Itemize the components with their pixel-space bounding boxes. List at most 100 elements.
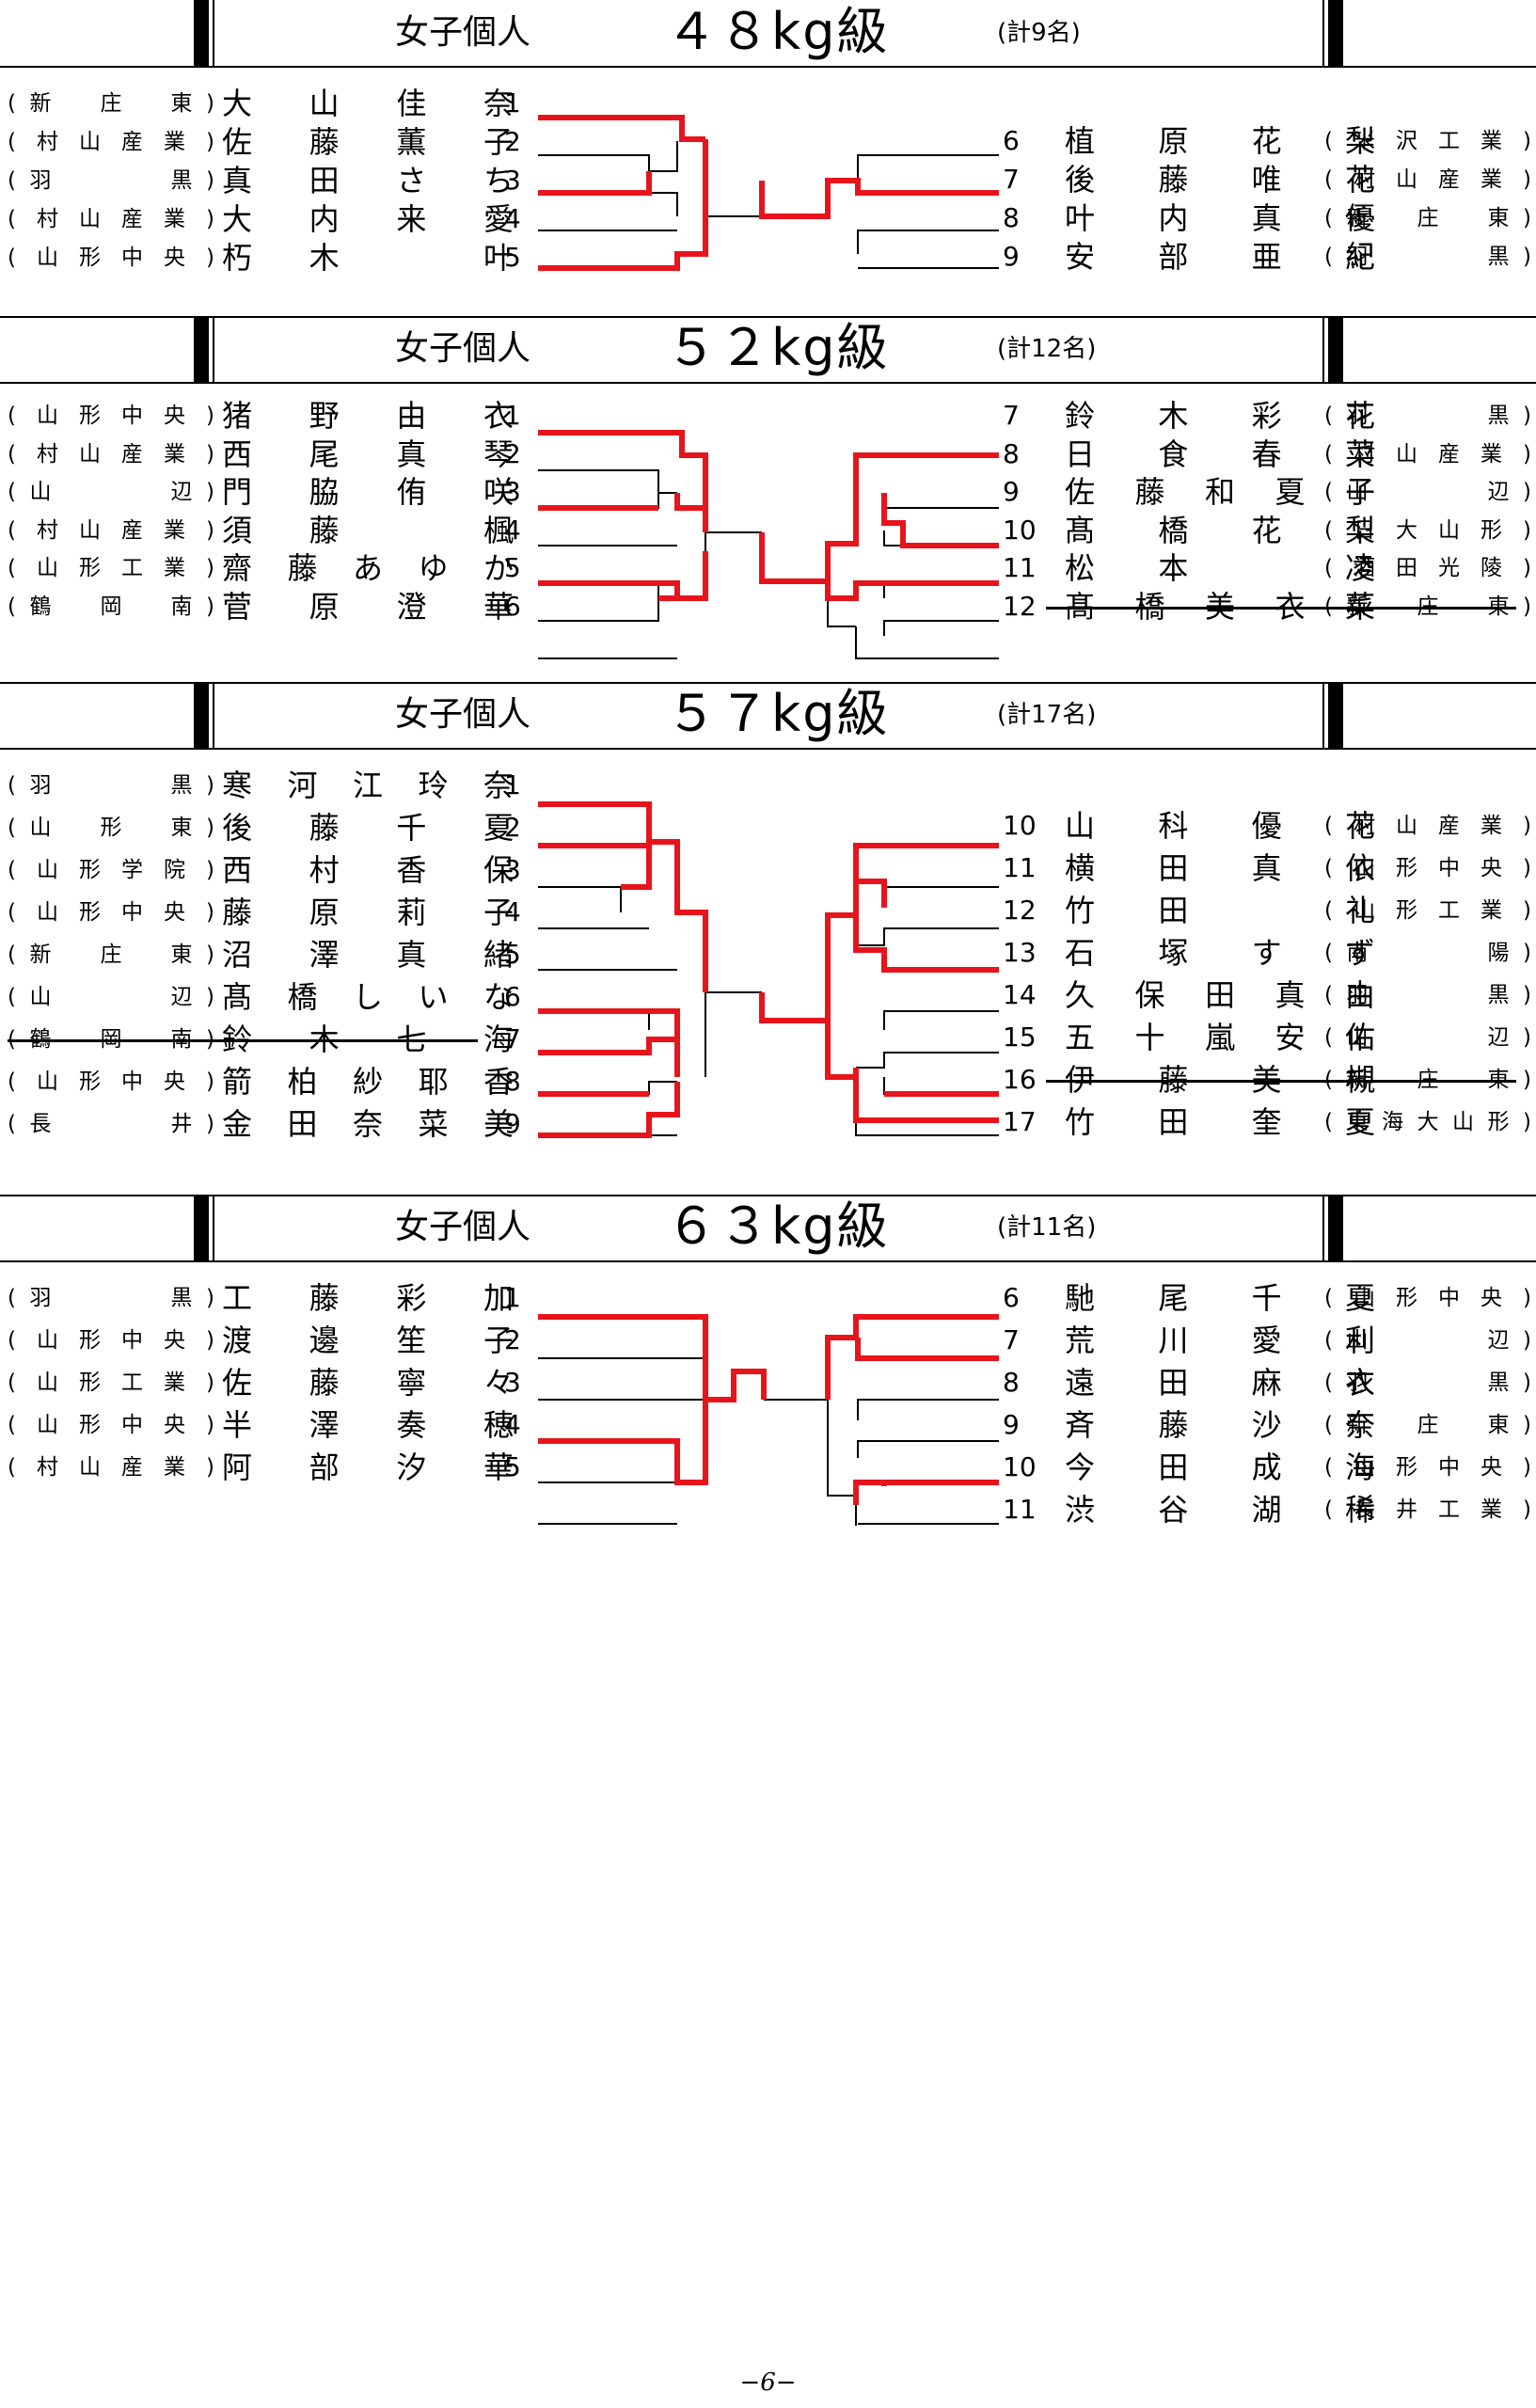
strike-line bbox=[1046, 1080, 1516, 1083]
player-name: 横田真依 bbox=[1065, 850, 1375, 886]
seed-number: 2 bbox=[504, 126, 521, 157]
seed-number: 7 bbox=[1003, 400, 1020, 431]
seed-number: 4 bbox=[504, 514, 521, 546]
school-name: (山形中央) bbox=[1324, 1455, 1531, 1480]
player-name: 今田成海 bbox=[1065, 1450, 1375, 1485]
seed-number: 9 bbox=[504, 1108, 521, 1139]
bracket-lines bbox=[538, 115, 999, 271]
player-name: 門脇侑咲 bbox=[222, 474, 514, 510]
school-name: (米沢工業) bbox=[1324, 129, 1531, 153]
seed-number: 2 bbox=[504, 812, 521, 843]
seed-number: 1 bbox=[504, 1282, 521, 1313]
school-name: (山 辺) bbox=[8, 985, 214, 1009]
section-header: 女子個人 ５７kg級 (計17名) bbox=[0, 682, 1536, 750]
player-name: 久保田真由 bbox=[1065, 977, 1375, 1013]
seed-number: 13 bbox=[1003, 937, 1037, 968]
weight-class: ４８kg級 bbox=[666, 2, 890, 61]
player-name: 須藤 楓 bbox=[222, 512, 514, 548]
school-name: (日大山形) bbox=[1324, 517, 1531, 543]
player-name: 荒川愛利 bbox=[1065, 1323, 1375, 1358]
seed-number: 1 bbox=[504, 87, 521, 119]
school-name: (山形工業) bbox=[1324, 898, 1531, 923]
weight-class: ５７kg級 bbox=[666, 684, 890, 743]
school-name: (羽 黒) bbox=[1324, 404, 1531, 428]
player-name: 真田さち bbox=[222, 163, 514, 198]
player-name: 竹田 礼 bbox=[1065, 893, 1375, 928]
school-name: (羽 黒) bbox=[8, 1286, 214, 1310]
player-name: 大山佳奈 bbox=[222, 86, 514, 121]
seed-number: 11 bbox=[1003, 552, 1037, 583]
school-name: (羽 黒) bbox=[8, 168, 214, 193]
school-name: (山形中央) bbox=[8, 1413, 214, 1437]
school-name: (山 辺) bbox=[1324, 1328, 1531, 1353]
player-name: 山科優花 bbox=[1065, 808, 1375, 844]
school-name: (新 庄 東) bbox=[1324, 1413, 1531, 1437]
seed-number: 17 bbox=[1003, 1106, 1037, 1137]
player-name: 沼澤真緒 bbox=[222, 937, 514, 973]
player-name: 日食春菜 bbox=[1065, 436, 1375, 472]
seed-number: 9 bbox=[1003, 1409, 1020, 1440]
player-name: 渋谷湖稀 bbox=[1065, 1492, 1375, 1528]
seed-number: 6 bbox=[1003, 1282, 1020, 1313]
bracket-lines bbox=[538, 430, 999, 659]
seed-number: 6 bbox=[1003, 125, 1020, 156]
seed-number: 5 bbox=[504, 242, 521, 273]
school-name: (山形中央) bbox=[8, 1069, 214, 1094]
seed-number: 3 bbox=[504, 854, 521, 885]
school-name: (山 辺) bbox=[8, 480, 214, 504]
school-name: (山形中央) bbox=[1324, 856, 1531, 880]
school-name: (山形中央) bbox=[8, 404, 214, 428]
player-name: 馳尾千夏 bbox=[1065, 1280, 1375, 1316]
school-name: (村山産業) bbox=[8, 207, 214, 231]
player-name: 鈴木彩花 bbox=[1065, 398, 1375, 434]
seed-number: 1 bbox=[504, 769, 521, 800]
seed-number: 8 bbox=[1003, 1367, 1020, 1398]
player-name: 半澤奏穂 bbox=[222, 1407, 514, 1443]
section-title: 女子個人 bbox=[395, 1208, 531, 1246]
entry-row: 7 鈴木彩花(羽 黒) bbox=[999, 397, 1536, 435]
player-name: 西尾真琴 bbox=[222, 436, 514, 472]
player-name: 松本 凌 bbox=[1065, 550, 1375, 586]
school-name: (羽 黒) bbox=[1324, 983, 1531, 1007]
school-name: (鶴 岡 南) bbox=[8, 594, 214, 619]
school-name: (酒田光陵) bbox=[1324, 556, 1531, 580]
seed-number: 5 bbox=[504, 1451, 521, 1482]
player-name: 佐藤寧々 bbox=[222, 1365, 514, 1401]
player-name: 藤原莉子 bbox=[222, 895, 514, 930]
player-name: 西村香保 bbox=[222, 852, 514, 888]
player-name: 渡邊笙子 bbox=[222, 1323, 514, 1358]
player-name: 髙橋花梨 bbox=[1065, 512, 1375, 548]
page-number: −6− bbox=[739, 2368, 797, 2397]
bracket-lines bbox=[538, 801, 999, 1138]
section-title: 女子個人 bbox=[395, 695, 531, 734]
seed-number: 7 bbox=[504, 1023, 521, 1054]
player-name: 植原花梨 bbox=[1065, 123, 1375, 159]
player-name: 叶内真優 bbox=[1065, 200, 1375, 236]
school-name: (東海大山形) bbox=[1324, 1110, 1531, 1134]
player-name: 遠田麻衣 bbox=[1065, 1365, 1375, 1401]
